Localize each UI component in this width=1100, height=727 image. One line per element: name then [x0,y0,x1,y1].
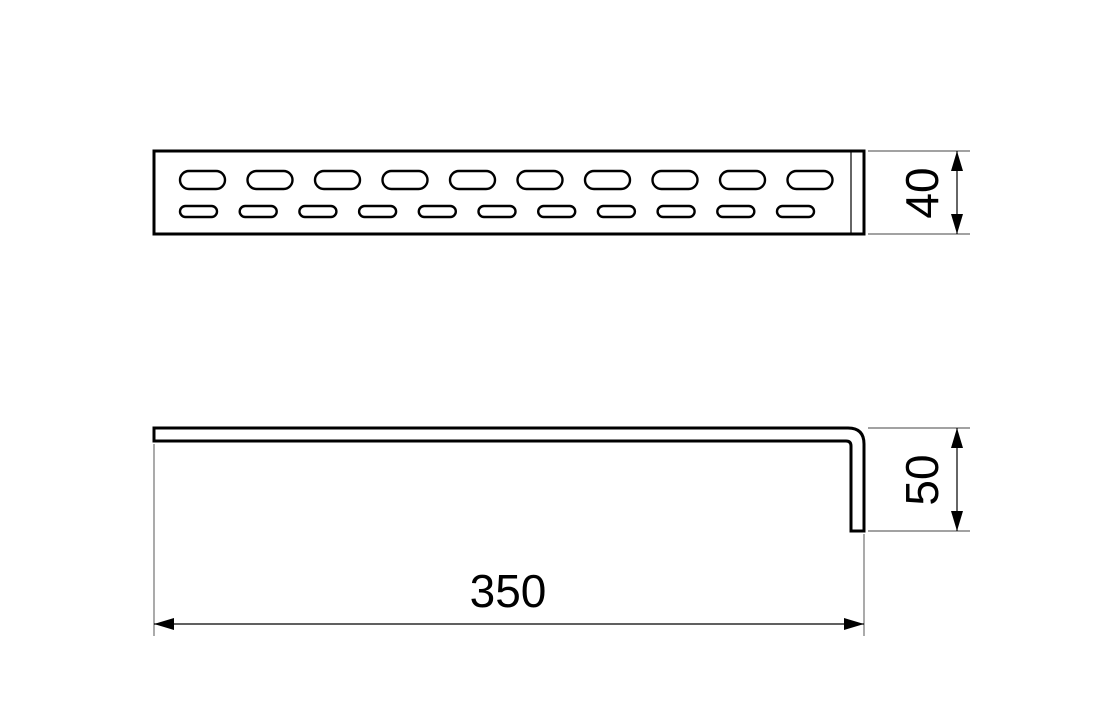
height-dimension-label: 40 [896,167,948,218]
upper-slot [718,169,767,191]
flange-dimension: 50 [868,427,970,532]
profile-outline [152,426,866,533]
arrowhead-up [951,428,963,448]
upper-slot-row [178,169,834,191]
length-dimension: 350 [153,444,865,636]
upper-slot [381,169,429,191]
lower-slot [775,204,816,219]
flange-dimension-label: 50 [896,454,948,505]
upper-slot [448,169,497,191]
length-dimension-label: 350 [470,565,547,617]
lower-slot [656,204,696,219]
lower-slot [178,204,219,219]
upper-slot [583,169,632,191]
height-dimension: 40 [868,150,970,235]
upper-slot [516,169,564,191]
arrowhead-down [951,511,963,531]
arrowhead-right [844,618,864,630]
arrowhead-up [951,151,963,171]
upper-slot [246,169,294,191]
strip-outline [152,149,866,236]
lower-slot [298,204,338,219]
top-view [152,149,866,236]
lower-slot [238,204,278,219]
lower-slot-row [178,204,816,219]
upper-slot [178,169,227,191]
lower-slot [596,204,637,219]
lower-slot [716,204,756,219]
upper-slot [786,169,834,191]
lower-slot [537,204,577,219]
lower-slot [477,204,517,219]
upper-slot [651,169,699,191]
lower-slot [357,204,398,219]
upper-slot [313,169,362,191]
side-view [152,426,866,533]
arrowhead-down [951,214,963,234]
arrowhead-left [154,618,174,630]
lower-slot [417,204,457,219]
